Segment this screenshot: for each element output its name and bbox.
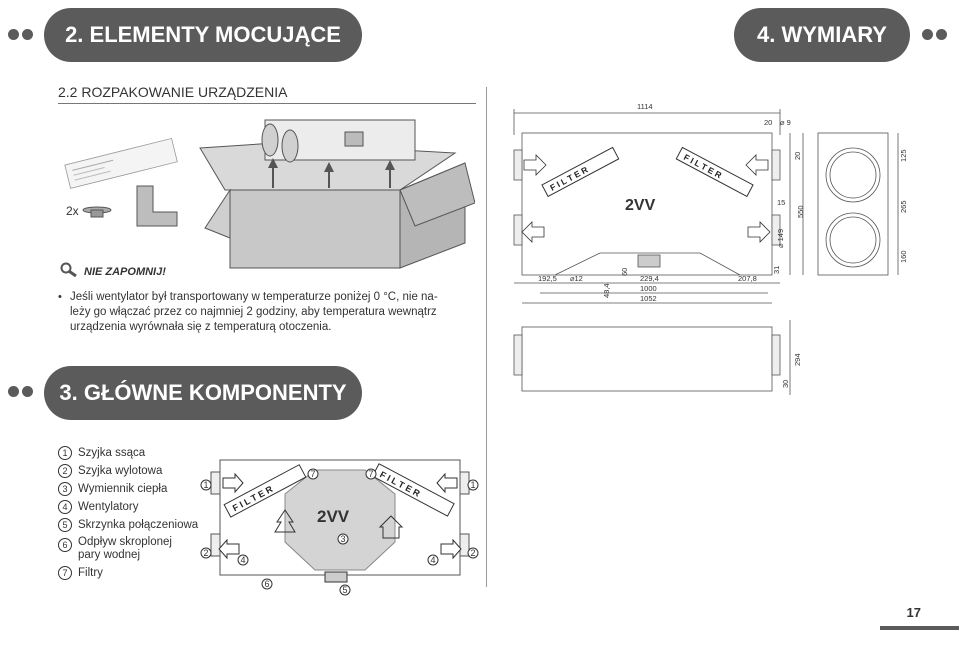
decor-dots-right — [922, 29, 947, 40]
dim-550: 550 — [796, 205, 805, 218]
magnifier-icon — [60, 262, 77, 278]
dim-125: 125 — [899, 149, 908, 162]
unpack-title: 2.2 ROZPAKOWANIE URZĄDZENIA — [58, 84, 288, 100]
unpacking-illustration — [64, 119, 475, 269]
svg-text:7: 7 — [311, 469, 316, 479]
svg-text:2: 2 — [471, 548, 476, 558]
dimensions-drawing: F I L T E R F I L T E R 2VV 1114 20 ⌀ 9 … — [513, 102, 908, 395]
note-line-2: leży go włączać przez co najmniej 2 godz… — [70, 306, 437, 318]
dim-20a: 20 — [764, 118, 772, 127]
page-number-bar — [880, 626, 959, 630]
dim-logo: 2VV — [625, 197, 656, 214]
note-line-1: Jeśli wentylator był transportowany w te… — [70, 291, 438, 303]
house-icon — [378, 515, 404, 539]
tree-icon — [274, 509, 296, 533]
svg-text:1: 1 — [471, 480, 476, 490]
page-number: 17 — [906, 605, 921, 620]
dim-20b: 20 — [793, 152, 802, 160]
header-right-title: 4. WYMIARY — [734, 8, 910, 62]
svg-text:4: 4 — [241, 555, 246, 565]
dim-229: 229,4 — [640, 274, 659, 283]
dim-60: 60 — [620, 268, 629, 276]
dim-484: 48,4 — [602, 283, 611, 298]
dim-149: ⌀ 149 — [776, 229, 785, 248]
note-line-3: urządzenia wyrównała się z temperaturą o… — [70, 321, 332, 333]
note-bullet: • — [58, 291, 62, 303]
header-left-title: 2. ELEMENTY MOCUJĄCE — [44, 8, 362, 62]
note-title: NIE ZAPOMNIJ! — [84, 266, 166, 278]
dim-192: 192,5 — [538, 274, 557, 283]
dim-160: 160 — [899, 250, 908, 263]
unpack-title-rule — [58, 103, 476, 104]
logo-text: 2VV — [317, 507, 350, 526]
dim-15: 15 — [777, 198, 785, 207]
dim-265: 265 — [899, 200, 908, 213]
dim-294: 294 — [793, 353, 802, 366]
dim-30: 30 — [781, 380, 790, 388]
dim-1052: 1052 — [640, 294, 657, 303]
svg-text:1: 1 — [204, 480, 209, 490]
decor-dots-left — [8, 29, 33, 40]
dim-1114: 1114 — [637, 102, 653, 111]
dim-1000: 1000 — [640, 284, 657, 293]
svg-text:4: 4 — [431, 555, 436, 565]
svg-text:5: 5 — [343, 585, 348, 595]
decor-dots-components — [8, 386, 33, 397]
dim-31: 31 — [772, 266, 781, 274]
dim-9: ⌀ 9 — [780, 118, 791, 127]
svg-text:2: 2 — [204, 548, 209, 558]
column-divider — [486, 87, 487, 587]
dim-207: 207,8 — [738, 274, 757, 283]
dim-12: ⌀12 — [570, 274, 583, 283]
svg-text:7: 7 — [369, 469, 374, 479]
components-title: 3. GŁÓWNE KOMPONENTY — [44, 366, 362, 420]
svg-text:6: 6 — [265, 579, 270, 589]
accessory-quantity: 2x — [66, 204, 79, 218]
components-diagram: F I L T E R F I L T E R 2VV 1 1 2 2 3 4 … — [200, 459, 479, 596]
manual-sheet — [64, 137, 178, 189]
svg-text:3: 3 — [341, 534, 346, 544]
